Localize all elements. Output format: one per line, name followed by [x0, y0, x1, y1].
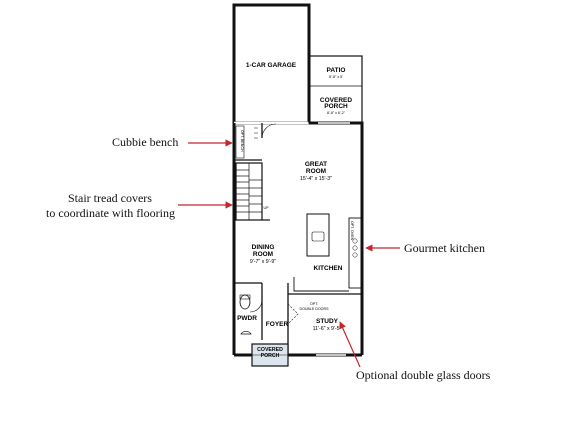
cooktop	[352, 238, 358, 258]
kitchen-island	[306, 213, 330, 257]
stair-callout-line-2: to coordinate with flooring	[46, 206, 175, 220]
doors-callout: Optional double glass doors	[356, 368, 491, 382]
range-label: OPT. OVEN	[350, 221, 354, 241]
stair-callout-line-1: Stair tread covers	[68, 191, 152, 205]
staircase	[235, 162, 270, 221]
great-room-label-1: GREAT	[305, 161, 327, 168]
optional-double-doors	[287, 303, 299, 325]
study-window	[316, 353, 346, 357]
front-porch-label-1: COVERED	[257, 347, 283, 353]
bench	[235, 125, 245, 159]
dining-room-label-1: DINING	[252, 244, 275, 251]
rear-porch-label-1: COVERED	[320, 97, 352, 104]
foyer-label: FOYER	[266, 321, 289, 328]
island-sink	[311, 231, 325, 242]
kitchen-label: KITCHEN	[314, 265, 343, 272]
great-room-dims: 15'-4" x 15'-3"	[300, 176, 332, 182]
patio-label: PATIO	[327, 67, 346, 74]
stair-up-label: UP	[264, 206, 270, 210]
pwdr-label: PWDR	[237, 315, 257, 322]
study-label: STUDY	[316, 318, 339, 325]
kitchen-callout: Gourmet kitchen	[404, 241, 485, 255]
pwdr-door-swing	[249, 299, 263, 313]
dining-room-dims: 9'-7" x 9'-9"	[250, 259, 276, 265]
front-porch-label-2: PORCH	[261, 353, 280, 359]
garage-label: 1-CAR GARAGE	[246, 62, 297, 69]
double-doors-label-2: DOUBLE DOORS	[300, 307, 330, 311]
patio-dims: 8'-8" x 5'	[329, 75, 343, 79]
toilet-tank	[239, 294, 251, 300]
cubbie-hooks	[254, 127, 258, 139]
kitchen-counter-lower	[293, 277, 349, 292]
toilet-icon	[239, 294, 251, 310]
cubbie-bench-callout: Cubbie bench	[112, 135, 179, 149]
rear-porch-dims: 8'-8" x 6'-2"	[327, 111, 346, 115]
great-room-label-2: ROOM	[306, 168, 326, 175]
study-dims: 11'-6" x 9'-5"	[313, 326, 342, 332]
interior-walls-front	[234, 282, 362, 355]
dining-room-label-2: ROOM	[253, 251, 273, 258]
doors-arrow	[339, 321, 361, 368]
mudroom-walls	[234, 123, 277, 161]
double-doors-label-1: OPT.	[310, 302, 318, 306]
kitchen-counter	[348, 217, 362, 289]
rear-porch-label-2: PORCH	[324, 103, 348, 110]
bench-label: OPT. BENCH	[240, 130, 244, 152]
pedestal-sink-icon	[240, 330, 252, 335]
